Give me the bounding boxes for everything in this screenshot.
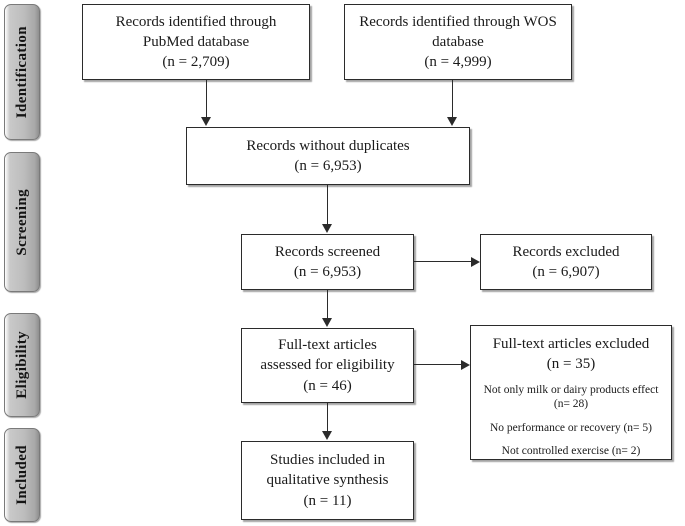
arrowhead-screened-to-excluded: [471, 257, 480, 267]
box-duplicates-line1: Records without duplicates: [246, 137, 410, 154]
stage-bar-identification: Identification: [4, 4, 40, 140]
box-records-excluded: Records excluded (n = 6,907): [480, 234, 652, 290]
box-included-line1: Studies included in: [270, 452, 385, 469]
box-fulltext-assessed-line2: assessed for eligibility: [260, 357, 395, 374]
connector-fulltext-to-included: [327, 403, 329, 432]
box-fulltext-assessed: Full-text articles assessed for eligibil…: [241, 328, 414, 403]
stage-label-included: Included: [13, 445, 30, 505]
box-fulltext-assessed-line1: Full-text articles: [278, 337, 377, 354]
box-fulltext-assessed-count: (n = 46): [303, 377, 352, 394]
box-wos-count: (n = 4,999): [424, 54, 492, 71]
connector-screened-to-fulltext: [327, 290, 329, 319]
stage-label-screening: Screening: [13, 188, 30, 256]
connector-pubmed-to-duplicates: [206, 80, 208, 118]
stage-bar-eligibility: Eligibility: [4, 313, 40, 417]
box-included-line2: qualitative synthesis: [266, 472, 389, 489]
arrowhead-screened-to-fulltext: [322, 318, 332, 327]
connector-screened-to-excluded: [414, 261, 472, 263]
stage-bar-screening: Screening: [4, 152, 40, 292]
arrowhead-pubmed-to-duplicates: [201, 117, 211, 126]
arrowhead-fulltext-to-included: [322, 431, 332, 440]
box-records-wos: Records identified through WOS database …: [344, 4, 572, 80]
box-screened-count: (n = 6,953): [293, 264, 362, 280]
stage-bar-included: Included: [4, 428, 40, 522]
box-records-excluded-line1: Records excluded: [512, 243, 620, 260]
box-pubmed-line2: PubMed database: [142, 33, 250, 50]
box-records-pubmed: Records identified through PubMed databa…: [82, 4, 310, 80]
box-fulltext-excluded-line1: Full-text articles excluded: [492, 336, 650, 352]
connector-fulltext-to-excluded: [414, 364, 462, 366]
connector-wos-to-duplicates: [452, 80, 454, 118]
arrowhead-fulltext-to-excluded: [461, 360, 470, 370]
box-wos-line1: Records identified through WOS: [359, 13, 557, 30]
exclusion-reason-3: Not controlled exercise (n= 2): [501, 445, 641, 458]
stage-label-identification: Identification: [13, 25, 30, 119]
exclusion-reason-1: Not only milk or dairy products effect (…: [483, 384, 659, 411]
stage-label-eligibility: Eligibility: [13, 331, 30, 399]
box-records-without-duplicates: Records without duplicates (n = 6,953): [186, 127, 470, 185]
box-pubmed-line1: Records identified through: [115, 13, 277, 30]
exclusion-reason-2: No performance or recovery (n= 5): [490, 421, 652, 434]
box-records-excluded-count: (n = 6,907): [532, 264, 600, 280]
box-pubmed-count: (n = 2,709): [162, 54, 230, 71]
arrowhead-duplicates-to-screened: [322, 224, 332, 233]
box-duplicates-count: (n = 6,953): [294, 158, 362, 174]
box-studies-included: Studies included in qualitative synthesi…: [241, 441, 414, 520]
box-screened-line1: Records screened: [274, 243, 381, 260]
box-wos-line2: database: [432, 33, 484, 50]
connector-duplicates-to-screened: [327, 185, 329, 225]
box-fulltext-excluded: Full-text articles excluded (n = 35) Not…: [470, 325, 672, 460]
box-fulltext-excluded-count: (n = 35): [546, 355, 596, 372]
box-records-screened: Records screened (n = 6,953): [241, 234, 414, 290]
box-included-count: (n = 11): [303, 492, 352, 509]
arrowhead-wos-to-duplicates: [447, 117, 457, 126]
